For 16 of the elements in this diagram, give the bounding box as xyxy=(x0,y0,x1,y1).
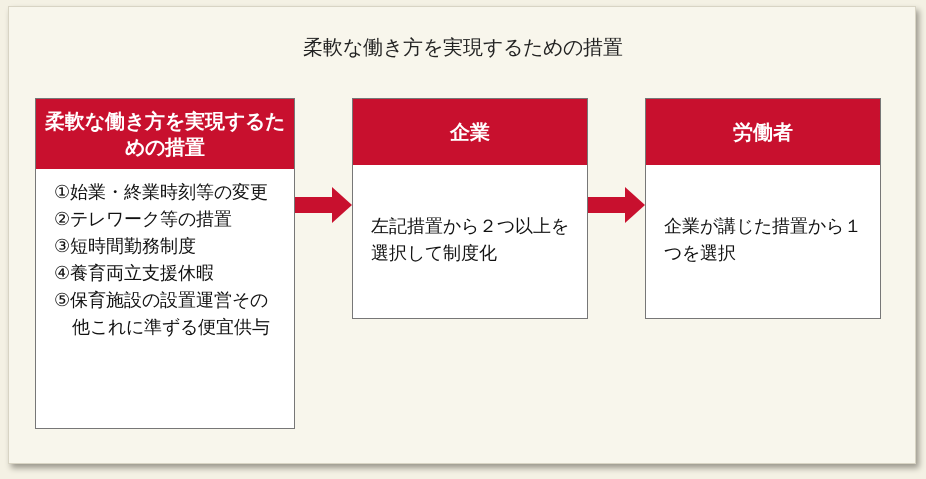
box-header: 労働者 xyxy=(646,99,880,165)
arrow xyxy=(588,187,645,223)
list-item: ①始業・終業時刻等の変更 xyxy=(54,181,270,205)
title: 柔軟な働き方を実現するための措置 xyxy=(302,34,624,61)
list-item: ④養育両立支援休暇 xyxy=(54,262,216,286)
arrow xyxy=(295,187,352,223)
process-box xyxy=(352,98,588,319)
list-item: ⑤保育施設の設置運営その他これに準ずる便宜供与 xyxy=(54,289,271,340)
process-box xyxy=(35,98,295,429)
box-header: 柔軟な働き方を実現するための措置 xyxy=(36,99,294,169)
box-text: 左記措置から２つ以上を選択して制度化 xyxy=(371,215,570,266)
box-text: 企業が講じた措置から１つを選択 xyxy=(664,215,863,266)
box-header: 企業 xyxy=(353,99,587,165)
process-box xyxy=(645,98,881,319)
list-item: ③短時間勤務制度 xyxy=(54,235,198,259)
list-item: ②テレワーク等の措置 xyxy=(54,208,234,232)
